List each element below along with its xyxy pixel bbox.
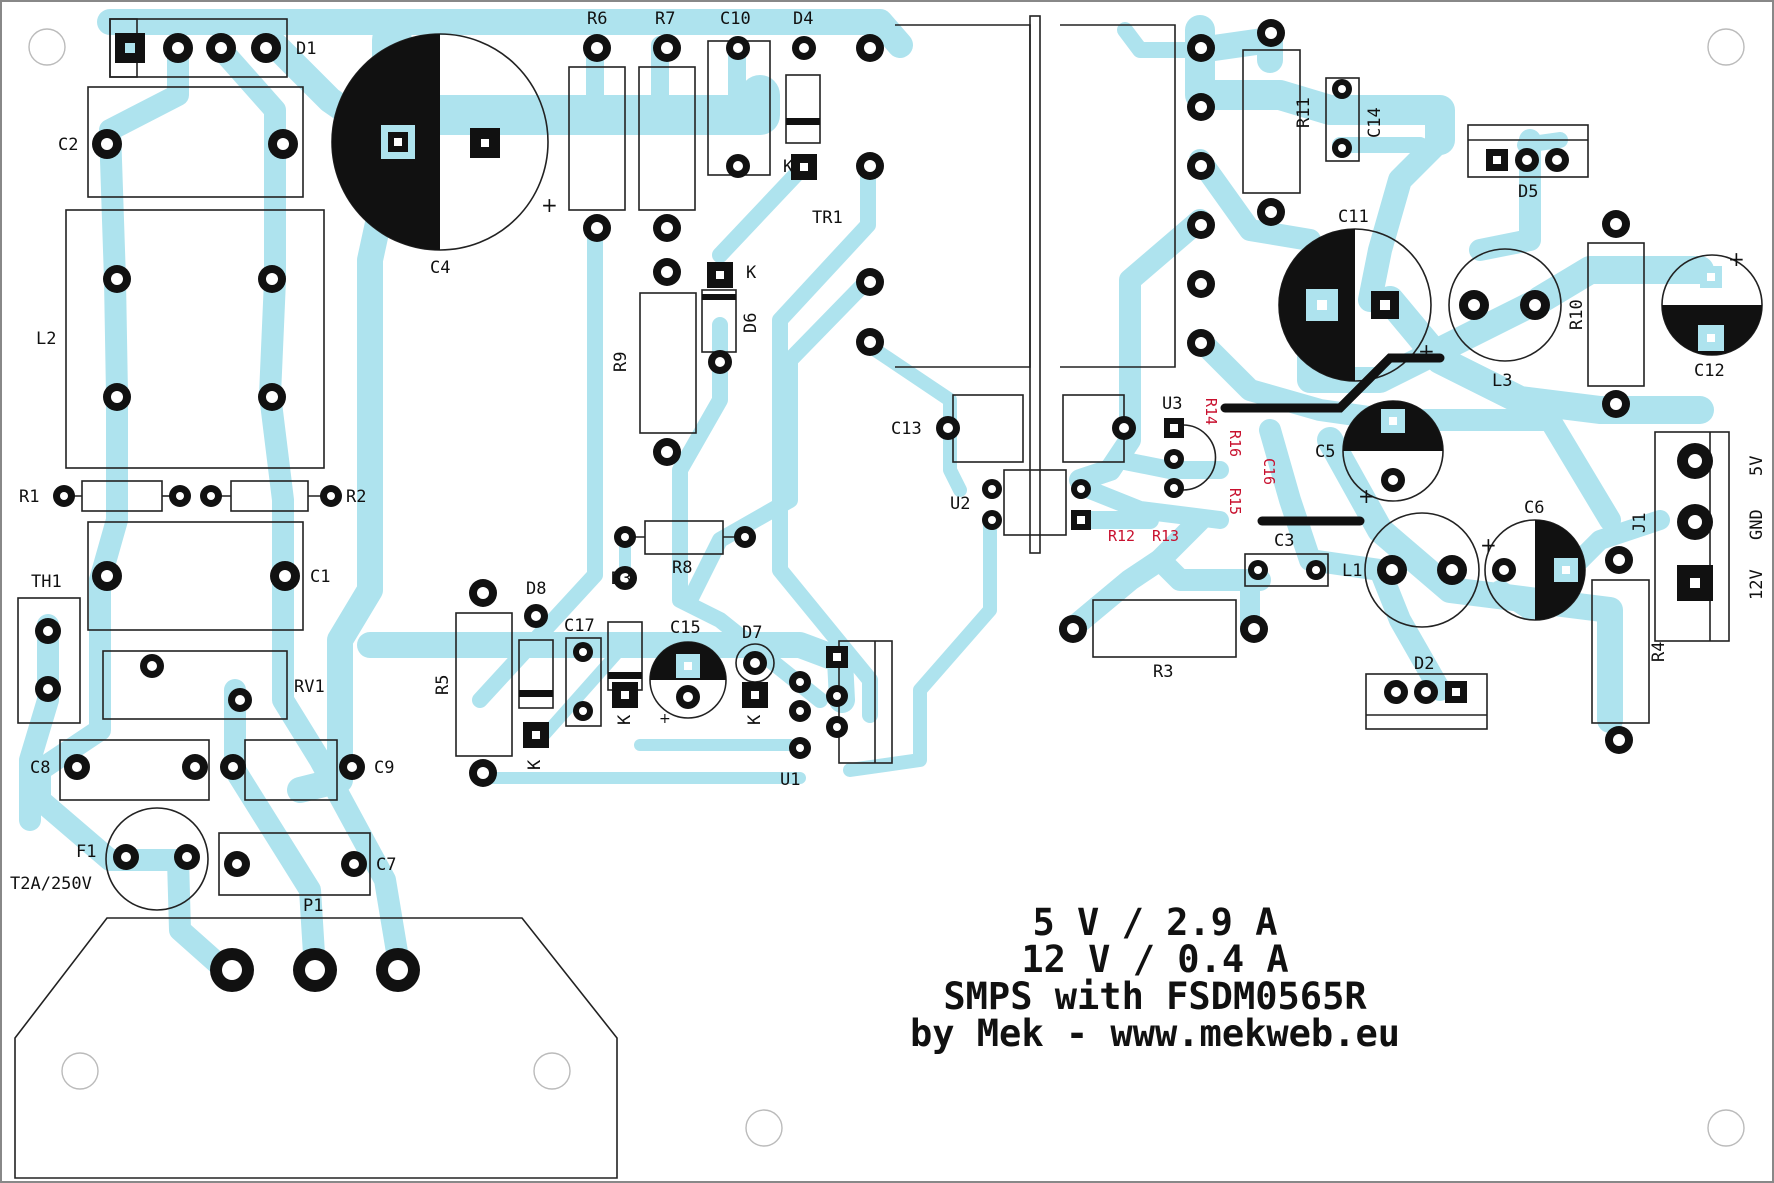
label-fuse-rating: T2A/250V <box>10 874 92 894</box>
label-R3: R3 <box>1153 662 1173 682</box>
label-k-d7: K <box>745 714 765 725</box>
label-k-d8: K <box>525 759 545 770</box>
label-R10: R10 <box>1567 299 1587 330</box>
label-R4: R4 <box>1649 642 1669 662</box>
svg-text:+: + <box>1728 247 1745 271</box>
label-D2: D2 <box>1414 654 1434 674</box>
label-R2: R2 <box>346 487 366 507</box>
label-TH1: TH1 <box>31 572 62 592</box>
label-k-d3: K <box>615 714 635 725</box>
label-C4: C4 <box>430 258 450 278</box>
svg-text:+: + <box>1418 339 1435 363</box>
label-C17: C17 <box>564 616 595 636</box>
label-C10: C10 <box>720 9 751 29</box>
title-line-2: 12 V / 0.4 A <box>1021 938 1288 981</box>
silkscreen-outlines <box>14 15 1763 1179</box>
label-C7: C7 <box>376 855 396 875</box>
smd-labels: R12 R13 R14 R15 R16 C16 <box>1108 398 1278 545</box>
label-C14: C14 <box>1365 107 1385 138</box>
label-out-gnd: GND <box>1747 509 1767 540</box>
label-D6: D6 <box>741 313 761 333</box>
label-C5: C5 <box>1315 442 1335 462</box>
label-R16: R16 <box>1226 430 1244 457</box>
label-R14: R14 <box>1202 398 1220 425</box>
label-C13: C13 <box>891 419 922 439</box>
label-D5: D5 <box>1518 182 1538 202</box>
label-C8: C8 <box>30 758 50 778</box>
polarity-marks: + + + + + + <box>541 193 1745 727</box>
label-D8: D8 <box>526 579 546 599</box>
title-line-4: by Mek - www.mekweb.eu <box>910 1012 1400 1055</box>
label-L2: L2 <box>36 329 56 349</box>
label-F1: F1 <box>76 842 96 862</box>
label-R8: R8 <box>672 558 692 578</box>
svg-text:+: + <box>1480 533 1497 557</box>
label-P1: P1 <box>303 896 323 916</box>
label-R5: R5 <box>433 675 453 695</box>
label-D4: D4 <box>793 9 813 29</box>
label-RV1: RV1 <box>294 677 325 697</box>
label-R1: R1 <box>19 487 39 507</box>
label-C6: C6 <box>1524 498 1544 518</box>
pads-layer <box>35 19 1724 992</box>
label-R12: R12 <box>1108 527 1135 545</box>
label-C11: C11 <box>1338 207 1369 227</box>
label-U2: U2 <box>950 494 970 514</box>
label-C16: C16 <box>1260 458 1278 485</box>
label-C3: C3 <box>1274 531 1294 551</box>
copper-layer <box>19 9 1714 981</box>
label-C1: C1 <box>310 567 330 587</box>
svg-text:+: + <box>659 711 671 727</box>
title-block: 5 V / 2.9 A 12 V / 0.4 A SMPS with FSDM0… <box>910 901 1400 1055</box>
jumper-wires <box>1220 353 1445 526</box>
label-C2: C2 <box>58 135 78 155</box>
label-out-5v: 5V <box>1747 456 1767 476</box>
label-out-12v: 12V <box>1747 569 1767 600</box>
label-L1: L1 <box>1342 561 1362 581</box>
label-C9: C9 <box>374 758 394 778</box>
label-D7: D7 <box>742 623 762 643</box>
label-TR1: TR1 <box>812 208 843 228</box>
label-U3: U3 <box>1162 394 1182 414</box>
label-L3: L3 <box>1492 371 1512 391</box>
svg-text:+: + <box>1358 484 1375 508</box>
title-line-1: 5 V / 2.9 A <box>1032 901 1277 944</box>
label-R9: R9 <box>611 352 631 372</box>
label-C15: C15 <box>670 618 701 638</box>
label-R11: R11 <box>1294 97 1314 128</box>
label-R7: R7 <box>655 9 675 29</box>
component-labels: D1 C2 C4 L2 R1 R2 C1 TH1 RV1 C8 C9 F1 T2… <box>10 9 1767 916</box>
label-R6: R6 <box>587 9 607 29</box>
label-k-d6: K <box>746 263 757 283</box>
label-k-d4: K <box>783 157 794 177</box>
label-D1: D1 <box>296 39 316 59</box>
label-R13: R13 <box>1152 527 1179 545</box>
svg-text:+: + <box>541 193 558 217</box>
label-D3: D3 <box>611 569 631 589</box>
label-J1: J1 <box>1630 513 1650 533</box>
label-R15: R15 <box>1226 488 1244 515</box>
label-C12: C12 <box>1694 361 1725 381</box>
title-line-3: SMPS with FSDM0565R <box>943 975 1367 1018</box>
label-U1: U1 <box>780 770 800 790</box>
